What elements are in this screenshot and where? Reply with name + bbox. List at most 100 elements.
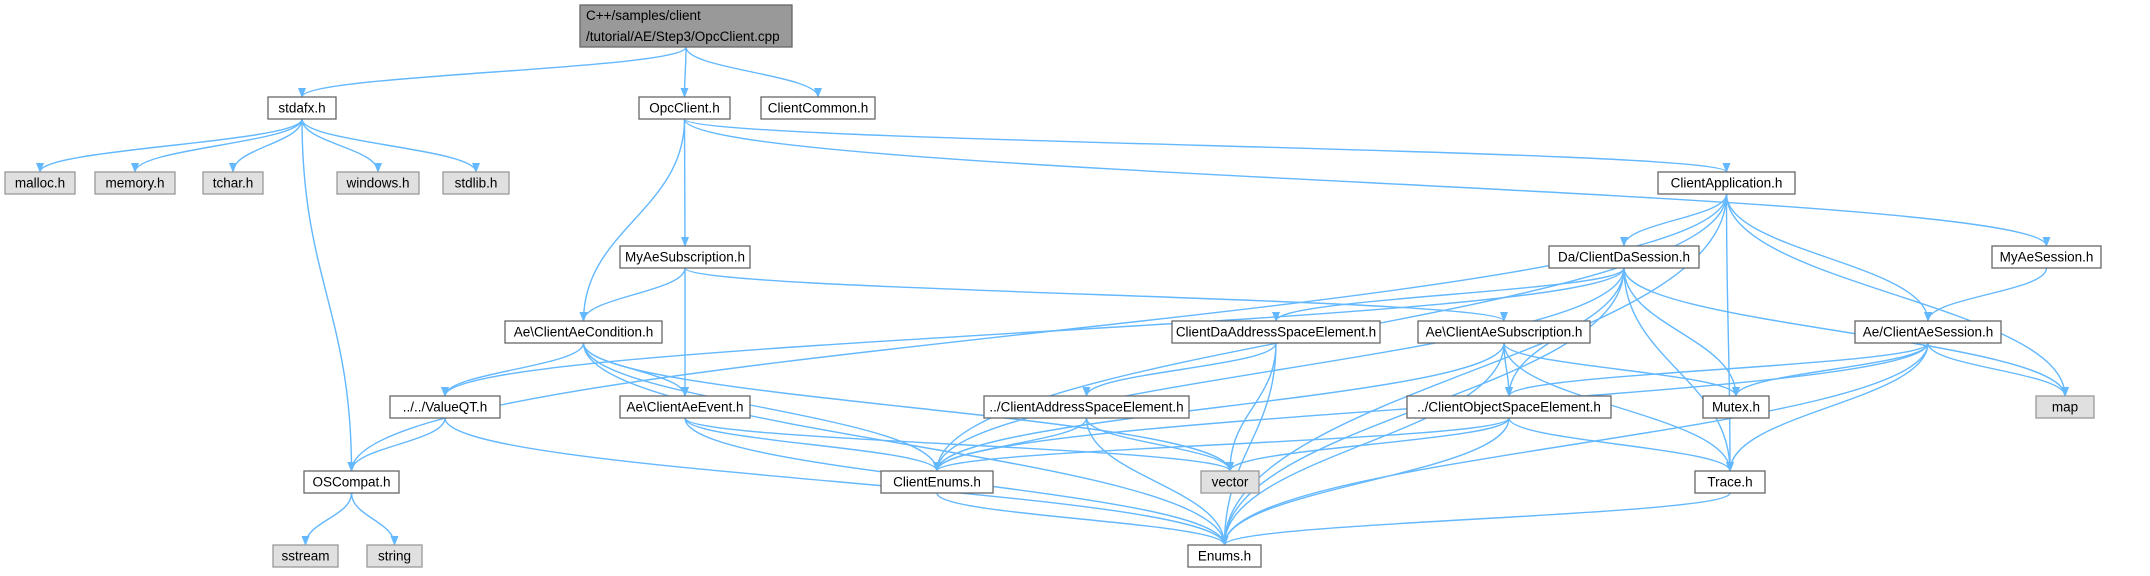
edge-aeevent-to-vector (684, 417, 1234, 472)
edge-myaesession-to-aesession (1924, 267, 2048, 322)
node-aeevent[interactable]: Ae\ClientAeEvent.h (619, 395, 751, 419)
node-stdlib[interactable]: stdlib.h (442, 171, 510, 195)
node-objelem[interactable]: ../ClientObjectSpaceElement.h (1406, 395, 1612, 419)
node-oscompat[interactable]: OSCompat.h (303, 470, 400, 494)
node-mutex-label: Mutex.h (1712, 400, 1760, 415)
node-clientenums[interactable]: ClientEnums.h (880, 470, 994, 494)
node-clientapp-box (1657, 171, 1796, 195)
node-tchar-label: tchar.h (213, 176, 254, 191)
node-aeevent-box (619, 395, 751, 419)
node-mutex[interactable]: Mutex.h (1702, 395, 1770, 419)
edge-clientapp-to-aesession (1725, 193, 1932, 322)
node-mutex-box (1702, 395, 1770, 419)
edge-clientapp-to-map (1725, 193, 2069, 397)
node-myaesub[interactable]: MyAeSubscription.h (619, 245, 751, 269)
node-map[interactable]: map (2035, 395, 2095, 419)
node-myaesession[interactable]: MyAeSession.h (1991, 245, 2102, 269)
edge-objelem-to-vector (1226, 417, 1510, 472)
edge-aecond-to-vector (582, 342, 1234, 472)
node-aesubscr[interactable]: Ae\ClientAeSubscription.h (1417, 320, 1591, 344)
edge-aesubscr-to-objelem (1503, 342, 1513, 397)
edge-dasession-to-mutex (1623, 267, 1740, 397)
node-valueqt-box (389, 395, 501, 419)
node-map-box (2035, 395, 2095, 419)
edge-aesubscr-to-enums (1220, 342, 1505, 546)
node-opcclient-box (638, 96, 731, 120)
node-myaesub-box (619, 245, 751, 269)
node-root-label: C++/samples/client (586, 8, 701, 23)
node-daaddr-label: ClientDaAddressSpaceElement.h (1176, 325, 1376, 340)
node-addrelem[interactable]: ../ClientAddressSpaceElement.h (983, 395, 1190, 419)
node-objelem-label: ../ClientObjectSpaceElement.h (1417, 400, 1601, 415)
node-dasession-box (1548, 245, 1700, 269)
node-opcclient[interactable]: OpcClient.h (638, 96, 731, 120)
node-aecond-box (504, 320, 663, 344)
edge-clientenums-to-enums (936, 492, 1229, 546)
node-daaddr[interactable]: ClientDaAddressSpaceElement.h (1171, 320, 1381, 344)
node-clientapp-label: ClientApplication.h (1671, 176, 1783, 191)
node-malloc-box (4, 171, 76, 195)
edge-dasession-to-trace (1623, 267, 1734, 472)
node-clientcommon[interactable]: ClientCommon.h (760, 96, 876, 120)
edge-aeevent-to-clientenums (684, 417, 941, 472)
node-memory-box (94, 171, 176, 195)
edge-root-to-stdafx (298, 46, 687, 98)
edge-dasession-to-daaddr (1272, 267, 1625, 322)
edge-root-to-opcclient (680, 46, 689, 98)
edge-addrelem-to-enums (1085, 417, 1229, 546)
edge-stdafx-to-windows (301, 118, 382, 173)
node-aesession[interactable]: Ae/ClientAeSession.h (1854, 320, 2002, 344)
node-stdafx-box (267, 96, 337, 120)
edge-aesession-to-objelem (1505, 342, 1929, 397)
edge-opcclient-to-clientapp (683, 118, 1731, 173)
node-clientcommon-box (760, 96, 876, 120)
edge-dasession-to-clientenums (933, 267, 1625, 472)
edge-addrelem-to-clientenums (933, 417, 1088, 472)
edge-stdafx-to-tchar (229, 118, 303, 173)
node-valueqt[interactable]: ../../ValueQT.h (389, 395, 501, 419)
edge-aesession-to-map (1927, 342, 2069, 397)
node-tchar-box (202, 171, 264, 195)
node-valueqt-label: ../../ValueQT.h (403, 400, 488, 415)
node-windows-box (336, 171, 420, 195)
node-sstream[interactable]: sstream (272, 544, 339, 568)
node-root-box (579, 4, 793, 48)
edge-clientapp-to-trace (1725, 193, 1734, 472)
node-malloc[interactable]: malloc.h (4, 171, 76, 195)
node-aesession-label: Ae/ClientAeSession.h (1863, 325, 1994, 340)
node-stdlib-label: stdlib.h (455, 176, 498, 191)
node-string-box (366, 544, 423, 568)
node-malloc-label: malloc.h (15, 176, 65, 191)
node-stdlib-box (442, 171, 510, 195)
node-sstream-box (272, 544, 339, 568)
node-tchar[interactable]: tchar.h (202, 171, 264, 195)
node-aecond[interactable]: Ae\ClientAeCondition.h (504, 320, 663, 344)
node-windows[interactable]: windows.h (336, 171, 420, 195)
edge-aesession-to-enums (1220, 342, 1929, 546)
edge-oscompat-to-sstream (301, 492, 353, 546)
edge-aesession-to-mutex (1732, 342, 1929, 397)
edge-oscompat-to-string (350, 492, 399, 546)
node-daaddr-box (1171, 320, 1381, 344)
node-vector[interactable]: vector (1200, 470, 1260, 494)
edge-trace-to-enums (1220, 492, 1731, 546)
node-string[interactable]: string (366, 544, 423, 568)
node-vector-label: vector (1212, 475, 1249, 490)
edge-aesubscr-to-clientenums (933, 342, 1505, 472)
node-stdafx[interactable]: stdafx.h (267, 96, 337, 120)
edge-opcclient-to-myaesession (683, 118, 2051, 247)
node-memory[interactable]: memory.h (94, 171, 176, 195)
node-layer: C++/samples/client/tutorial/AE/Step3/Opc… (4, 4, 2102, 568)
edge-aecond-to-enums (582, 342, 1229, 546)
edge-valueqt-to-enums (444, 417, 1229, 546)
edge-aesubscr-to-trace (1503, 342, 1734, 472)
node-dasession[interactable]: Da/ClientDaSession.h (1548, 245, 1700, 269)
node-clientcommon-label: ClientCommon.h (768, 101, 869, 116)
edge-valueqt-to-oscompat (347, 417, 446, 472)
node-root[interactable]: C++/samples/client/tutorial/AE/Step3/Opc… (579, 4, 793, 48)
edge-daaddr-to-enums (1220, 342, 1277, 546)
node-trace[interactable]: Trace.h (1694, 470, 1766, 494)
node-enums[interactable]: Enums.h (1187, 544, 1262, 568)
node-clientapp[interactable]: ClientApplication.h (1657, 171, 1796, 195)
